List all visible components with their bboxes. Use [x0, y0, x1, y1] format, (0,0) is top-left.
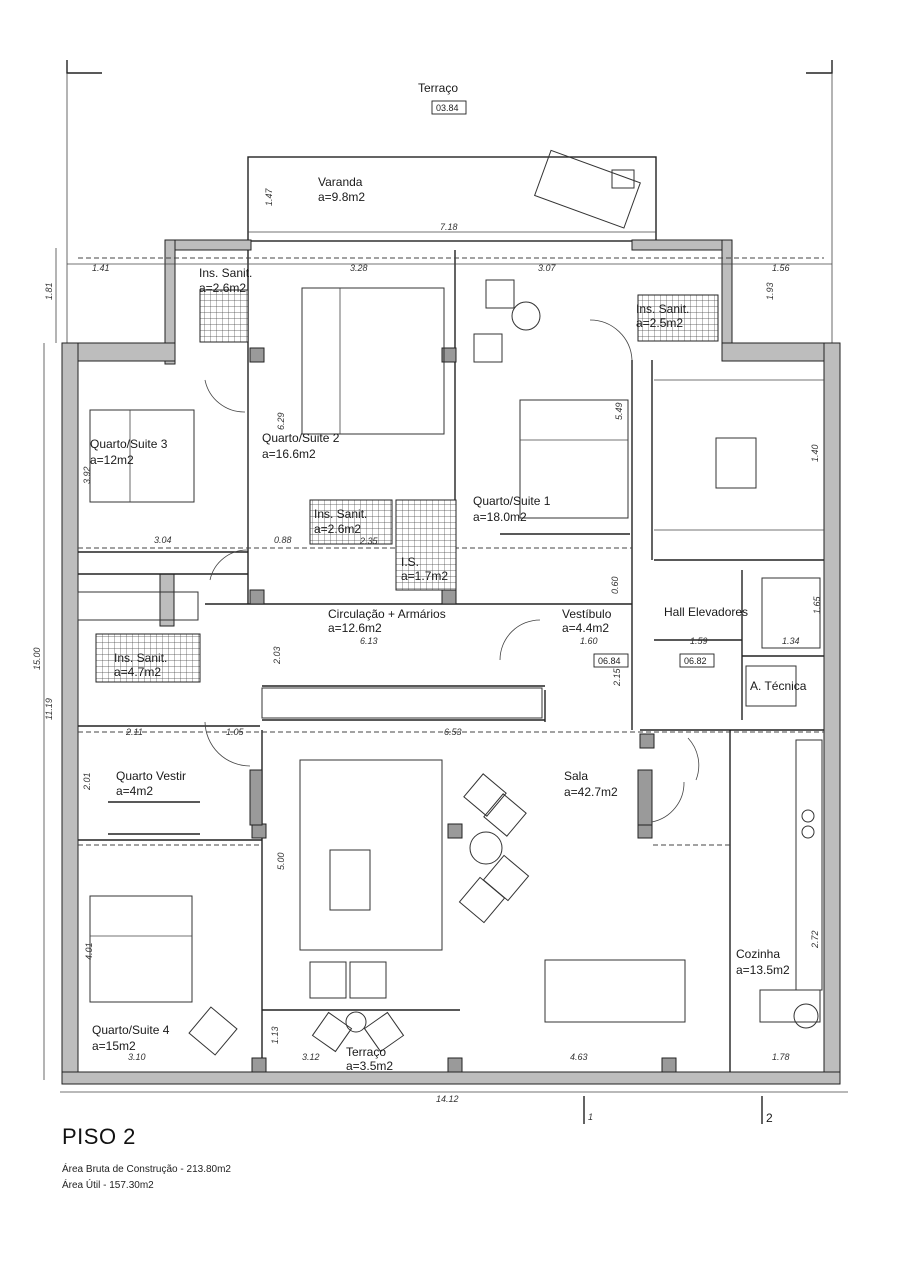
dim-147: 1.47	[264, 187, 274, 206]
ins-sanit-lower-area: a=4.7m2	[114, 665, 161, 679]
dim-310: 3.10	[128, 1052, 146, 1062]
dim-312: 3.12	[302, 1052, 320, 1062]
dimension-lines	[43, 231, 848, 1093]
hall-label: Hall Elevadores	[664, 605, 748, 619]
hall-code: 06.82	[684, 656, 707, 666]
dim-165: 1.65	[812, 595, 822, 614]
dim-463: 4.63	[570, 1052, 588, 1062]
dim-304: 3.04	[154, 535, 172, 545]
cozinha-label: Cozinha	[736, 947, 780, 961]
dim-141: 1.41	[92, 263, 110, 273]
columns	[249, 347, 677, 1073]
dim-629: 6.29	[276, 412, 286, 430]
vestibulo-area: a=4.4m2	[562, 621, 609, 635]
quarto2-label: Quarto/Suite 2	[262, 431, 340, 445]
dim-401: 4.01	[84, 942, 94, 960]
dim-160: 1.60	[580, 636, 598, 646]
gross-area-text: Área Bruta de Construção - 213.80m2	[62, 1164, 231, 1175]
terrace-boundary	[66, 60, 833, 345]
outer-walls	[61, 239, 841, 1085]
quarto3-area: a=12m2	[90, 453, 134, 467]
dim-718: 7.18	[440, 222, 458, 232]
dim-653: 6.53	[444, 727, 462, 737]
dim-1500: 15.00	[32, 647, 42, 670]
quarto-vestir-area: a=4m2	[116, 784, 153, 798]
dim-060: 0.60	[610, 576, 620, 594]
dim-105: 1.05	[226, 727, 245, 737]
is-small-label: I.S.	[401, 555, 419, 569]
section-marks: 1 2	[583, 1096, 773, 1125]
dim-140: 1.40	[810, 444, 820, 462]
sala-area: a=42.7m2	[564, 785, 618, 799]
dim-156: 1.56	[772, 263, 790, 273]
bathroom-tiles	[95, 289, 719, 683]
ins-sanit-right-area: a=2.5m2	[636, 316, 683, 330]
varanda-label: Varanda	[318, 175, 363, 189]
dimension-labels: 7.18 1.47 1.41 3.28 3.07 1.56 1.81 1.93 …	[32, 187, 822, 1104]
dim-159: 1.59	[690, 636, 708, 646]
dim-088: 0.88	[274, 535, 292, 545]
dim-1119: 11.19	[44, 698, 54, 720]
terraco-bottom-label: Terraço	[346, 1045, 386, 1059]
dim-134: 1.34	[782, 636, 800, 646]
dim-613: 6.13	[360, 636, 378, 646]
tecnica-label: A. Técnica	[750, 679, 807, 693]
dim-328: 3.28	[350, 263, 368, 273]
dim-181: 1.81	[44, 282, 54, 300]
circulacao-area: a=12.6m2	[328, 621, 382, 635]
terraco-top-code: 03.84	[436, 103, 459, 113]
ins-sanit-mid-label: Ins. Sanit.	[314, 507, 367, 521]
ins-sanit-right-label: Ins. Sanit.	[636, 302, 689, 316]
quarto1-label: Quarto/Suite 1	[473, 494, 551, 508]
dim-193: 1.93	[765, 282, 775, 300]
terraco-bottom-area: a=3.5m2	[346, 1059, 393, 1073]
section-mark-1: 1	[588, 1112, 593, 1122]
varanda-area: a=9.8m2	[318, 190, 365, 204]
useful-area-text: Área Útil - 157.30m2	[62, 1180, 154, 1191]
ins-sanit-left-label: Ins. Sanit.	[199, 266, 252, 280]
room-labels: Terraço 03.84 Varanda a=9.8m2 Ins. Sanit…	[90, 81, 807, 1073]
interior-walls	[78, 250, 824, 1072]
ins-sanit-left-area: a=2.6m2	[199, 281, 246, 295]
dim-201: 2.01	[82, 772, 92, 791]
dim-113: 1.13	[270, 1026, 280, 1044]
varanda-box	[247, 149, 657, 242]
dim-307: 3.07	[538, 263, 557, 273]
dim-211: 2.11	[125, 727, 143, 737]
circulacao-label: Circulação + Armários	[328, 607, 446, 621]
terraco-top-label: Terraço	[418, 81, 458, 95]
ins-sanit-lower-label: Ins. Sanit.	[114, 651, 167, 665]
plan-title: PISO 2	[62, 1124, 136, 1149]
door-swings	[204, 319, 700, 823]
furniture	[77, 279, 824, 1056]
dim-215: 2.15	[612, 667, 622, 687]
dim-392: 3.92	[82, 466, 92, 484]
dim-500: 5.00	[276, 852, 286, 870]
dim-272: 2.72	[810, 930, 820, 949]
sala-label: Sala	[564, 769, 588, 783]
quarto-vestir-label: Quarto Vestir	[116, 769, 186, 783]
quarto1-area: a=18.0m2	[473, 510, 527, 524]
dim-1412: 14.12	[436, 1094, 459, 1104]
quarto4-label: Quarto/Suite 4	[92, 1023, 170, 1037]
cozinha-area: a=13.5m2	[736, 963, 790, 977]
section-mark-2: 2	[766, 1111, 773, 1125]
quarto3-label: Quarto/Suite 3	[90, 437, 168, 451]
vestibulo-code: 06.84	[598, 656, 621, 666]
is-small-area: a=1.7m2	[401, 569, 448, 583]
dim-203: 2.03	[272, 646, 282, 665]
dim-178: 1.78	[772, 1052, 790, 1062]
dashed-lines	[78, 257, 824, 846]
dim-235: 2.35	[359, 536, 379, 546]
dim-549: 5.49	[614, 402, 624, 420]
ins-sanit-mid-area: a=2.6m2	[314, 522, 361, 536]
quarto4-area: a=15m2	[92, 1039, 136, 1053]
vestibulo-label: Vestíbulo	[562, 607, 612, 621]
quarto2-area: a=16.6m2	[262, 447, 316, 461]
